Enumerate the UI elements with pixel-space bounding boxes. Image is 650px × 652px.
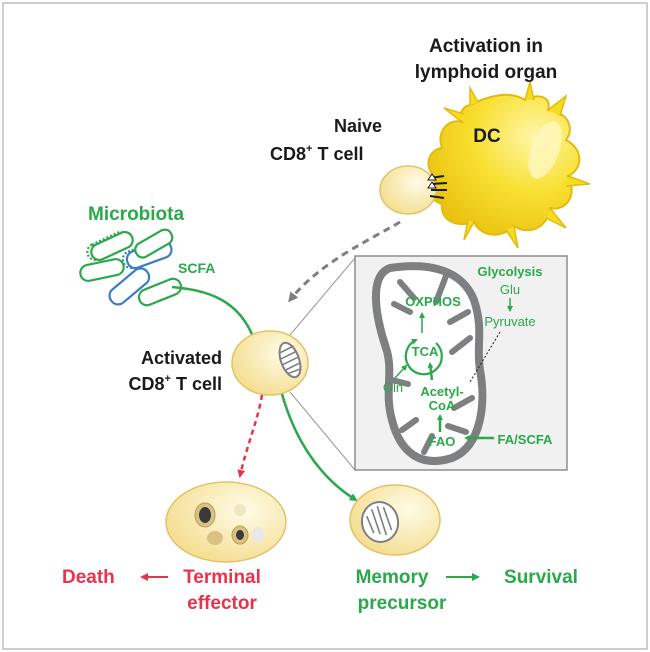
terminal-effector-cell xyxy=(165,481,287,563)
fa-scfa-label: FA/SCFA xyxy=(498,432,554,447)
death-label: Death xyxy=(62,567,115,588)
gln-label: Gln xyxy=(383,380,403,395)
tca-label: TCA xyxy=(412,344,439,359)
scfa-arrow xyxy=(171,285,257,344)
naive-label-line2: CD8+ T cell xyxy=(270,143,363,164)
pyruvate-link xyxy=(469,331,501,383)
terminal-label-line2: effector xyxy=(187,593,257,614)
acetylcoa-tca-arrow xyxy=(427,362,434,381)
survival-label: Survival xyxy=(504,567,578,588)
microbiota-label: Microbiota xyxy=(88,204,184,225)
microbiota-bacteria xyxy=(79,228,183,307)
activated-t-cell xyxy=(231,330,309,396)
memory-label-line2: precursor xyxy=(358,593,447,614)
activated-mitochondrion-icon xyxy=(278,341,302,379)
activation-arrow xyxy=(288,220,401,303)
acetyl-label-line1: Acetyl- xyxy=(420,384,463,399)
scfa-label: SCFA xyxy=(178,260,215,276)
acetyl-label-line2: CoA xyxy=(429,398,456,413)
glu-label: Glu xyxy=(500,282,520,297)
activation-title-line2: lymphoid organ xyxy=(415,62,558,83)
activated-label-line1: Activated xyxy=(141,348,222,368)
gln-tca-arrow xyxy=(394,364,408,379)
oxphos-label: OXPHOS xyxy=(405,294,461,309)
dc-label: DC xyxy=(473,126,501,147)
terminal-arrow xyxy=(237,394,264,478)
terminal-label-line1: Terminal xyxy=(183,567,261,588)
naive-label-line1: Naive xyxy=(334,116,382,136)
fao-label: FAO xyxy=(429,434,456,449)
dendritic-cell xyxy=(427,81,591,249)
naive-t-cell xyxy=(379,165,448,215)
memory-precursor-cell xyxy=(349,484,441,556)
activation-title-line1: Activation in xyxy=(429,36,543,57)
memory-arrow xyxy=(280,393,358,502)
memory-label-line1: Memory xyxy=(356,567,429,588)
tca-cycle-arrow xyxy=(404,339,443,376)
activated-label-line2: CD8+ T cell xyxy=(129,373,222,394)
pyruvate-label: Pyruvate xyxy=(484,314,535,329)
memory-mitochondrion-icon xyxy=(360,501,400,543)
glycolysis-label: Glycolysis xyxy=(477,264,542,279)
